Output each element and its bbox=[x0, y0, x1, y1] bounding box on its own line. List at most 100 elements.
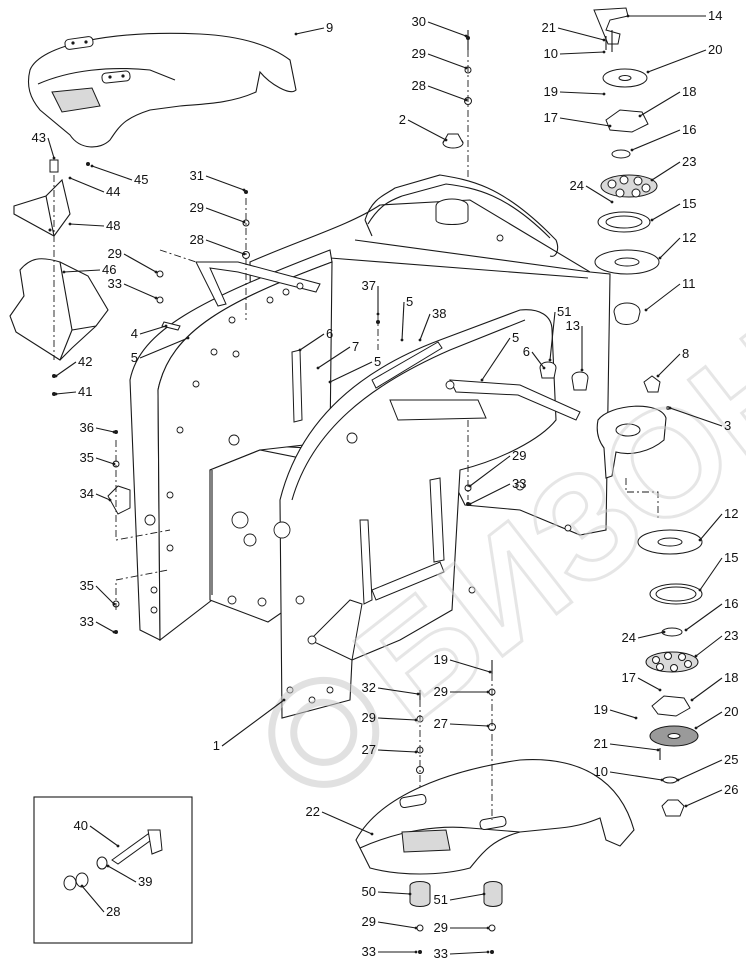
callout-leader-end bbox=[638, 114, 642, 118]
callout-leader bbox=[557, 27, 605, 41]
callout-leader-end bbox=[418, 338, 422, 342]
callout-leader-end bbox=[186, 336, 190, 340]
callout-leader-end bbox=[112, 430, 116, 434]
callout-leader-end bbox=[294, 32, 298, 36]
callout-number: 16 bbox=[682, 122, 696, 137]
callout-leader bbox=[677, 759, 723, 781]
callout-leader-end bbox=[52, 156, 56, 160]
callout-leader-end bbox=[602, 38, 606, 42]
part-shield-46 bbox=[9, 258, 109, 361]
callout-number: 35 bbox=[80, 578, 94, 593]
callout-leader bbox=[481, 337, 511, 381]
callout-number: 10 bbox=[594, 764, 608, 779]
callout-leader-end bbox=[370, 832, 374, 836]
callout-leader bbox=[419, 313, 431, 341]
callout-leader-end bbox=[694, 654, 698, 658]
callout-leader bbox=[69, 223, 105, 227]
callout-number: 29 bbox=[362, 710, 376, 725]
callout-leader bbox=[377, 749, 417, 753]
callout-number: 34 bbox=[80, 486, 94, 501]
callout-number: 17 bbox=[544, 110, 558, 125]
callout-number: 41 bbox=[78, 384, 92, 399]
callout-leader-end bbox=[164, 324, 168, 328]
callout-leader-end bbox=[400, 338, 404, 342]
callout-leader bbox=[609, 771, 663, 781]
callout-leader bbox=[449, 893, 485, 901]
callout-leader-end bbox=[610, 200, 614, 204]
callout-number: 4 bbox=[131, 326, 138, 341]
small-parts-misc bbox=[52, 162, 670, 634]
callout-number: 42 bbox=[78, 354, 92, 369]
callout-number: 27 bbox=[362, 742, 376, 757]
callout-leader bbox=[549, 311, 556, 361]
callout-leader bbox=[317, 346, 351, 369]
callout-leader-end bbox=[684, 804, 688, 808]
callout-leader bbox=[585, 185, 613, 203]
callout-leader bbox=[205, 239, 245, 255]
callout-number: 51 bbox=[434, 892, 448, 907]
callout-number: 29 bbox=[362, 914, 376, 929]
callout-leader bbox=[329, 361, 373, 383]
callout-leader bbox=[95, 457, 115, 465]
callout-number: 15 bbox=[682, 196, 696, 211]
callout-leader bbox=[651, 161, 681, 181]
callout-leader-end bbox=[68, 222, 72, 226]
callout-leader-end bbox=[464, 98, 468, 102]
callout-leader-end bbox=[646, 70, 650, 74]
callout-number: 18 bbox=[682, 84, 696, 99]
callout-number: 37 bbox=[362, 278, 376, 293]
callout-leader-end bbox=[112, 630, 116, 634]
alignment-lines bbox=[53, 50, 493, 820]
callout-number: 29 bbox=[434, 920, 448, 935]
callout-leader-end bbox=[630, 148, 634, 152]
callout-leader bbox=[427, 85, 467, 101]
callout-leader-end bbox=[698, 538, 702, 542]
part-bottom-fender bbox=[355, 759, 635, 875]
callout-leader bbox=[449, 951, 489, 955]
callout-number: 18 bbox=[724, 670, 738, 685]
callout-number: 29 bbox=[434, 684, 448, 699]
callout-leader bbox=[469, 483, 511, 505]
callout-leader bbox=[95, 427, 115, 433]
callout-number: 20 bbox=[724, 704, 738, 719]
callout-number: 28 bbox=[412, 78, 426, 93]
callout-number: 33 bbox=[108, 276, 122, 291]
callout-leader-end bbox=[626, 14, 630, 18]
callout-leader-end bbox=[54, 374, 58, 378]
callout-number: 29 bbox=[512, 448, 526, 463]
callout-number: 33 bbox=[512, 476, 526, 491]
callout-leader bbox=[63, 269, 101, 273]
callout-leader bbox=[637, 631, 665, 639]
callout-number: 39 bbox=[138, 874, 152, 889]
callout-leader bbox=[95, 493, 111, 501]
callout-number: 23 bbox=[682, 154, 696, 169]
callout-number: 16 bbox=[724, 596, 738, 611]
callout-number: 5 bbox=[374, 354, 381, 369]
callout-number: 3 bbox=[724, 418, 731, 433]
callout-leader-end bbox=[316, 366, 320, 370]
callout-leader bbox=[95, 585, 115, 605]
callout-number: 46 bbox=[102, 262, 116, 277]
callout-leader bbox=[123, 253, 157, 273]
callout-number: 33 bbox=[80, 614, 94, 629]
callout-leader bbox=[609, 709, 637, 719]
callout-leader-end bbox=[580, 368, 584, 372]
callout-leader bbox=[449, 659, 491, 673]
callout-number: 29 bbox=[190, 200, 204, 215]
callout-number: 19 bbox=[594, 702, 608, 717]
callout-number: 31 bbox=[190, 168, 204, 183]
callout-leader-end bbox=[602, 92, 606, 96]
callout-leader-end bbox=[644, 308, 648, 312]
callout-leader bbox=[205, 175, 245, 191]
callout-leader-end bbox=[414, 950, 418, 954]
callout-number: 11 bbox=[682, 276, 696, 291]
callout-leader-end bbox=[650, 178, 654, 182]
callout-leader bbox=[449, 723, 489, 727]
callout-leader bbox=[377, 717, 417, 721]
callout-leader bbox=[377, 921, 417, 929]
callout-number: 9 bbox=[326, 20, 333, 35]
callout-leader-end bbox=[328, 380, 332, 384]
callout-leader-end bbox=[468, 484, 472, 488]
